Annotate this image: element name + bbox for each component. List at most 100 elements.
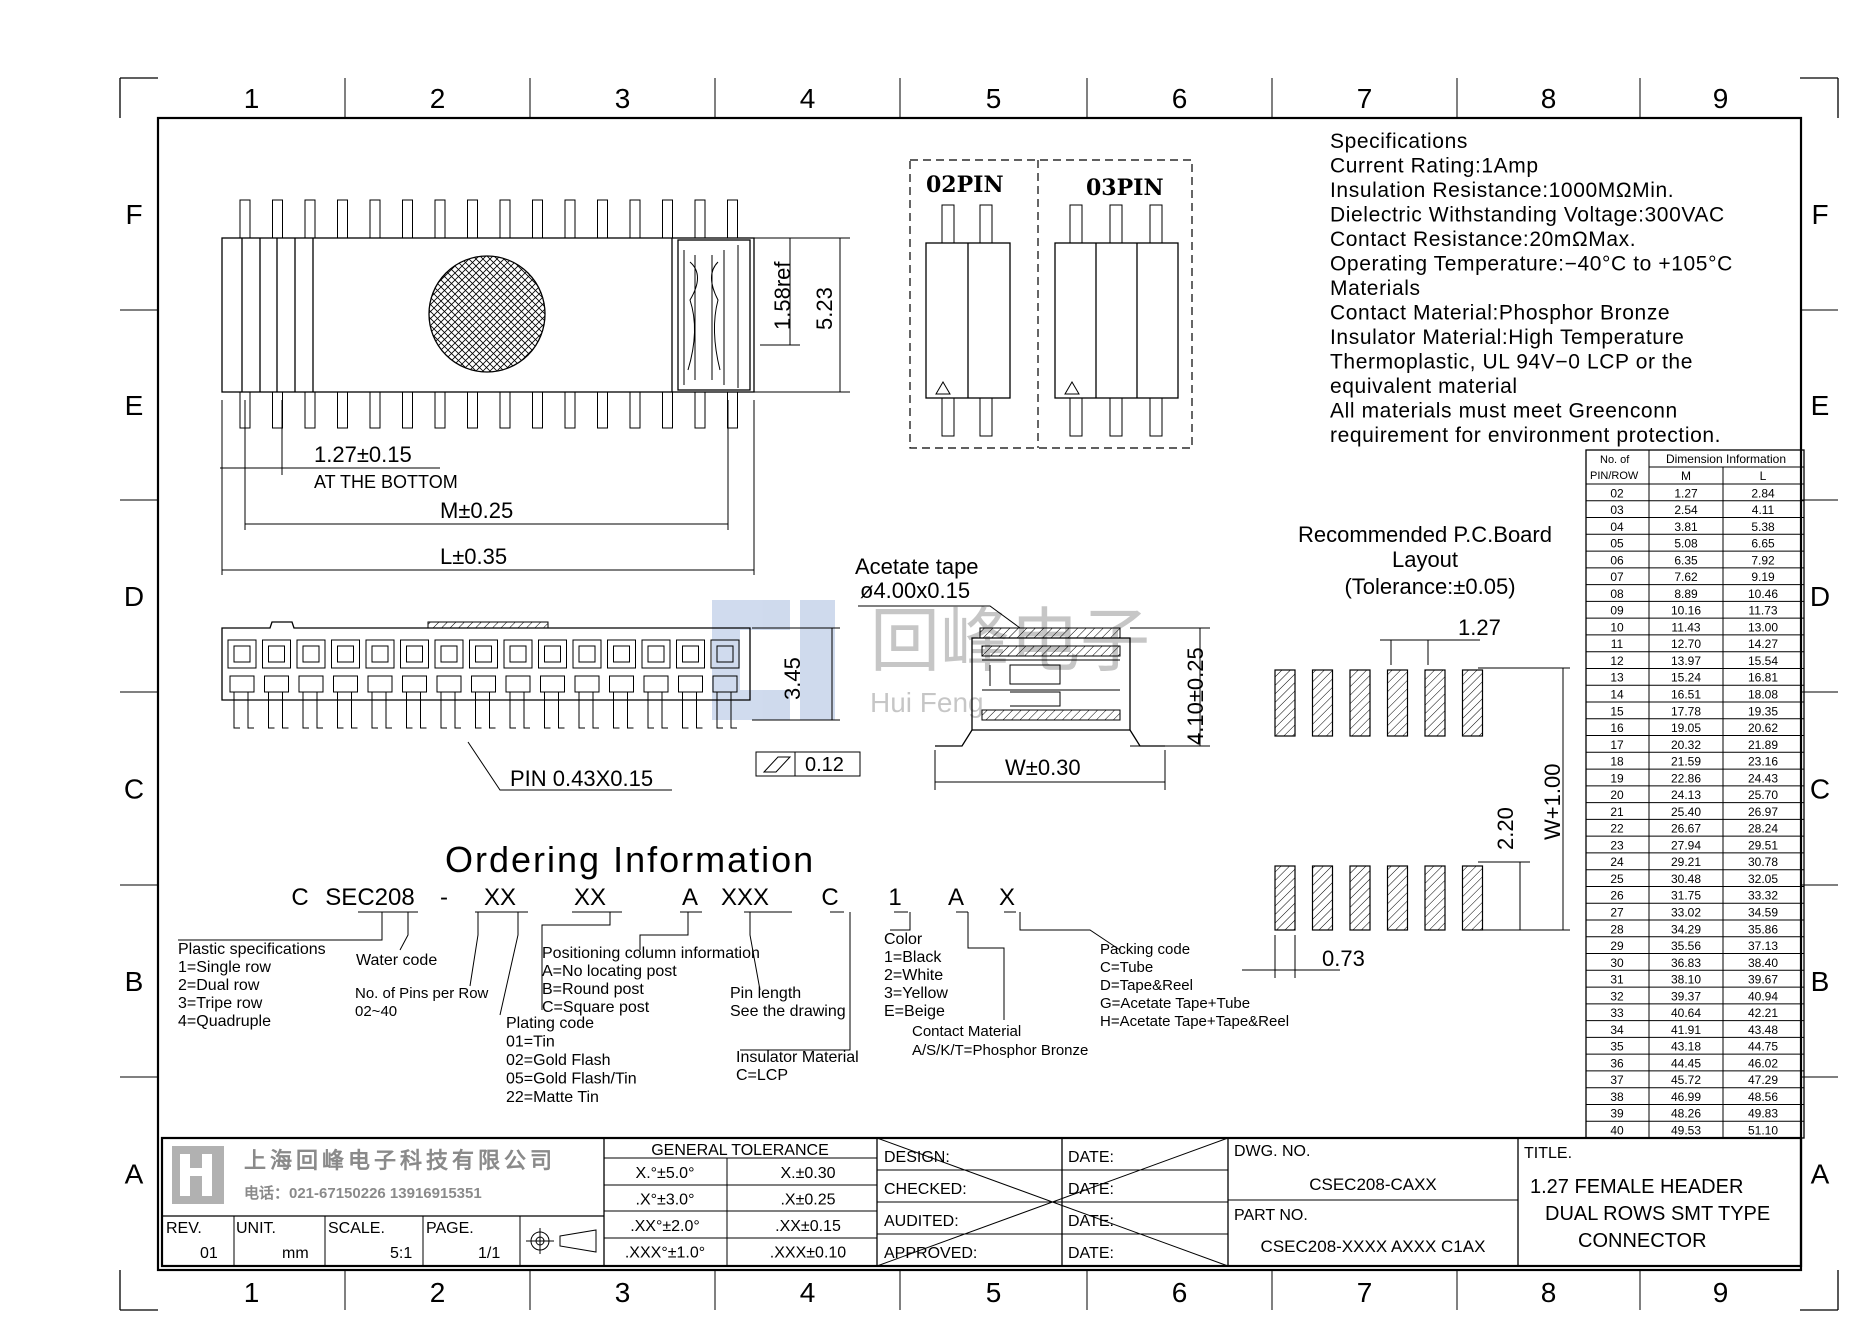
tol-linear: .X±0.25 [780, 1192, 835, 1209]
table-cell-l: 42.21 [1748, 1006, 1778, 1020]
contact-cell [434, 639, 464, 669]
table-cell-l: 26.97 [1748, 805, 1778, 819]
page-value: 1/1 [478, 1245, 500, 1262]
table-cell-m: 36.83 [1671, 956, 1701, 970]
contact-cell-inner [302, 645, 320, 663]
contact-leg [509, 692, 530, 729]
tol-linear: .XXX±0.10 [770, 1245, 846, 1262]
contact-cell [227, 639, 257, 669]
contact-lower [367, 675, 393, 693]
tol-angle: .XXX°±1.0° [625, 1245, 705, 1262]
table-cell-l: 16.81 [1748, 671, 1778, 685]
column-label-bottom: 8 [1541, 1277, 1557, 1308]
tol-angle: .X°±3.0° [636, 1192, 695, 1209]
scale-value: 5:1 [390, 1245, 412, 1262]
table-cell-pins: 02 [1610, 486, 1624, 500]
pcb-layout: Recommended P.C.Board Layout (Tolerance:… [1242, 522, 1570, 978]
table-cell-pins: 17 [1610, 738, 1624, 752]
pcb-pad-bottom [1349, 865, 1371, 931]
contact-cell [710, 639, 740, 669]
order-code-part: XX [574, 884, 606, 911]
column-label-top: 3 [615, 83, 631, 114]
side-cells [227, 639, 740, 729]
table-cell-m: 49.53 [1671, 1124, 1701, 1138]
plastic-spec-line: 2=Dual row [178, 977, 260, 994]
title-line-3: CONNECTOR [1578, 1230, 1707, 1252]
contact-leg [233, 692, 254, 729]
positioning-line: A=No locating post [542, 963, 677, 980]
pcb-pads [1274, 669, 1484, 931]
table-cell-pins: 13 [1610, 671, 1624, 685]
top-pin [337, 199, 348, 239]
table-cell-pins: 22 [1610, 822, 1624, 836]
bottom-pin [337, 391, 348, 429]
color-line: 3=Yellow [884, 985, 948, 1002]
table-cell-m: 41.91 [1671, 1023, 1701, 1037]
spec-line: Thermoplastic, UL 94V−0 LCP or the [1330, 351, 1693, 374]
contact-leg [682, 692, 703, 729]
pcb-title-3: (Tolerance:±0.05) [1344, 574, 1515, 599]
contact-cell-inner [613, 645, 630, 663]
column-label-bottom: 4 [800, 1277, 816, 1308]
table-cell-m: 6.35 [1674, 553, 1698, 567]
dim-ref: 1.58ref [770, 261, 795, 330]
order-code-part: X [999, 884, 1015, 911]
rev-label: REV. [166, 1220, 202, 1237]
table-cell-l: 24.43 [1748, 771, 1778, 785]
contact-cell [469, 639, 498, 669]
contact-lower [264, 675, 289, 693]
pcb-pitch: 1.27 [1458, 615, 1501, 640]
date-label: DATE: [1068, 1245, 1114, 1262]
top-pin [467, 199, 478, 239]
table-cell-pins: 35 [1610, 1040, 1624, 1054]
table-cell-m: 39.37 [1671, 989, 1701, 1003]
table-cell-m: 20.32 [1671, 738, 1701, 752]
top-pin [434, 199, 446, 239]
column-label-top: 1 [244, 83, 260, 114]
sign-label: APPROVED: [884, 1245, 977, 1262]
part-label: PART NO. [1234, 1207, 1308, 1224]
table-cell-l: 44.75 [1748, 1040, 1778, 1054]
contact-lower [436, 675, 462, 693]
dwg-label: DWG. NO. [1234, 1143, 1310, 1160]
table-cell-pins: 04 [1610, 520, 1624, 534]
title-block: 上海回峰电子科技有限公司 电话：021-67150226 13916915351… [160, 1136, 1803, 1268]
table-cell-l: 21.89 [1748, 738, 1778, 752]
table-cell-m: 46.99 [1671, 1090, 1701, 1104]
table-cell-l: 19.35 [1748, 704, 1778, 718]
contact-lower [712, 675, 738, 693]
order-code-part: C [821, 884, 838, 911]
table-cell-l: 43.48 [1748, 1023, 1778, 1037]
contact-line: A/S/K/T=Phosphor Bronze [912, 1042, 1088, 1059]
table-cell-m: 45.72 [1671, 1073, 1701, 1087]
table-cell-pins: 27 [1610, 906, 1624, 920]
column-label-top: 8 [1541, 83, 1557, 114]
table-cell-pins: 34 [1610, 1023, 1624, 1037]
packing-line: G=Acetate Tape+Tube [1100, 995, 1250, 1012]
table-cell-l: 15.54 [1748, 654, 1778, 668]
table-cell-pins: 40 [1610, 1124, 1624, 1138]
pin-bottom [941, 397, 955, 437]
title-line-2: DUAL ROWS SMT TYPE [1545, 1203, 1770, 1225]
contact-cell-inner [371, 645, 389, 663]
plastic-spec-line: 1=Single row [178, 959, 271, 976]
bottom-pin [694, 391, 706, 429]
pcb-pad-bottom [1386, 865, 1409, 931]
plastic-spec-line: 3=Tripe row [178, 995, 263, 1012]
table-cell-l: 14.27 [1748, 637, 1778, 651]
packing-line: C=Tube [1100, 959, 1153, 976]
color-line: 1=Black [884, 949, 942, 966]
contact-leg [647, 692, 668, 729]
table-cell-pins: 37 [1610, 1073, 1624, 1087]
dim-side-height: 3.45 [780, 657, 805, 700]
table-cell-m: 21.59 [1671, 755, 1701, 769]
date-label: DATE: [1068, 1149, 1114, 1166]
table-cell-m: 31.75 [1671, 889, 1701, 903]
sign-label: DESIGN: [884, 1149, 950, 1166]
dim-side-h: 4.10±0.25 [1183, 647, 1208, 745]
side-view: 3.45 PIN 0.43X0.15 0.12 [221, 621, 861, 791]
table-cell-m: 11.43 [1671, 620, 1700, 634]
